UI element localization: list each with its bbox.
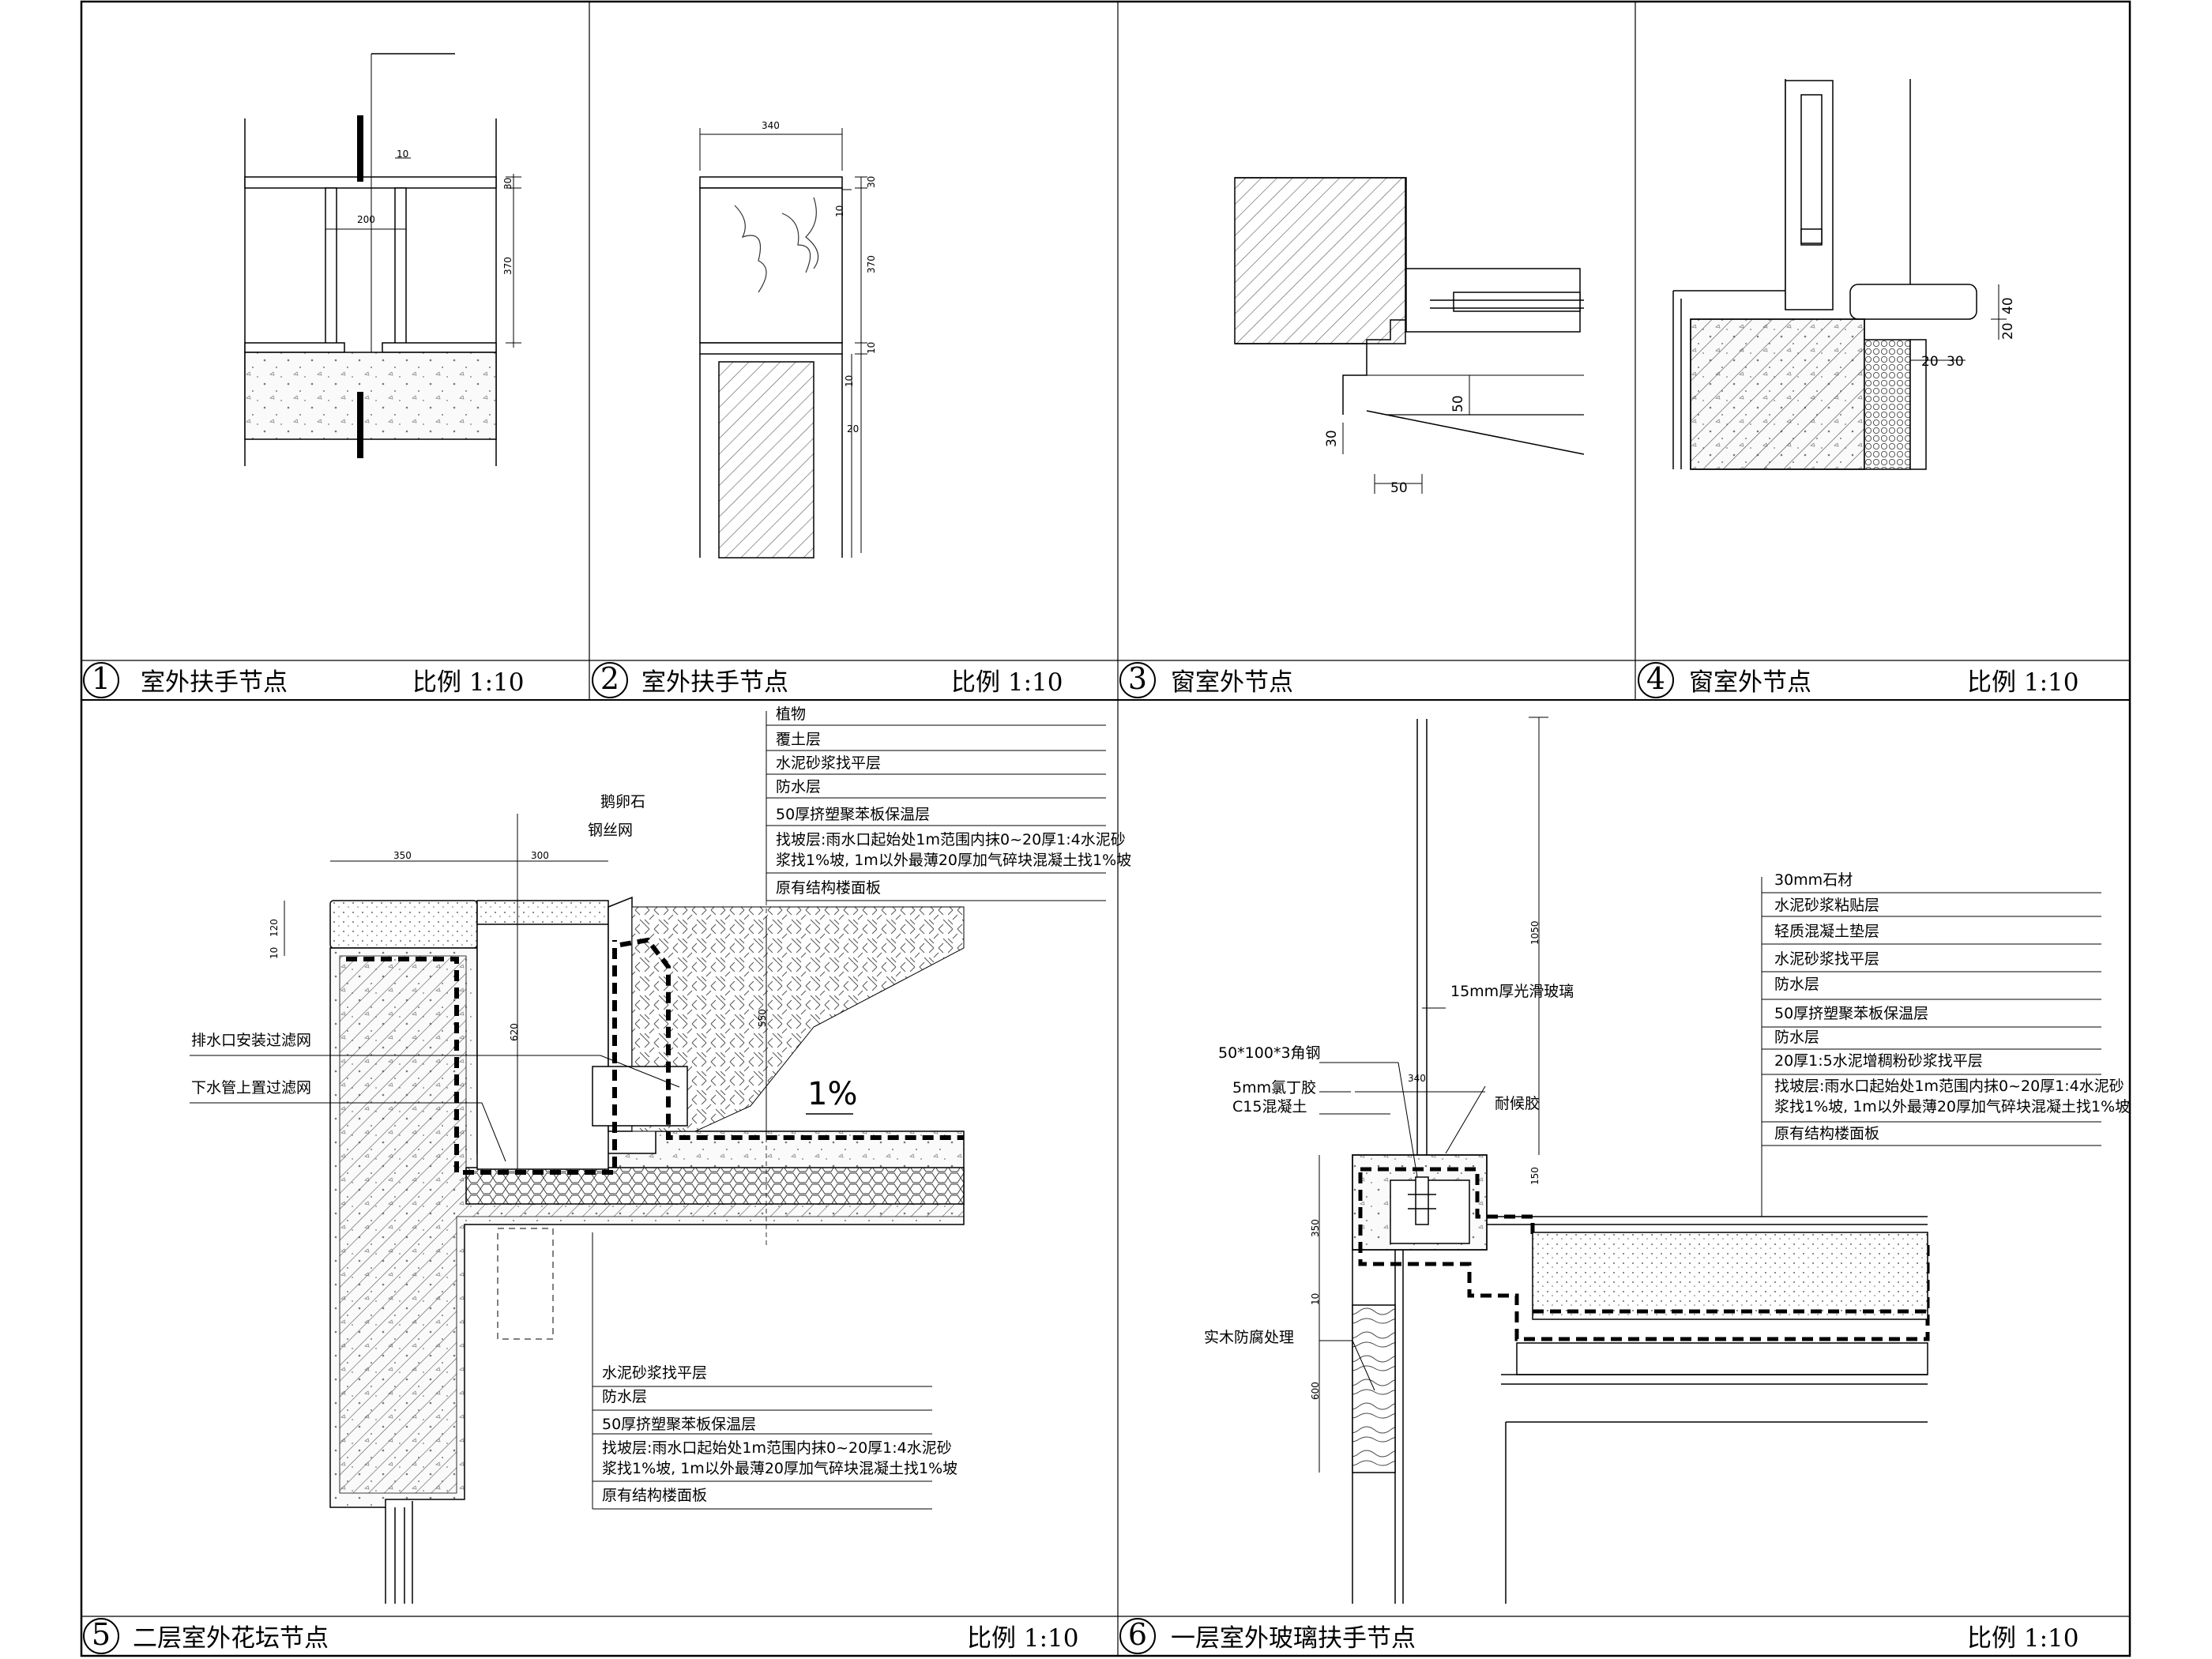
p6-layer-slope-2: 浆找1%坡, 1m以外最薄20厚加气碎块混凝土找1%坡 [1774,1098,2131,1115]
p5-layer-soil: 覆土层 [776,731,822,748]
panel-scale-5: 比例 1:10 [967,1624,1079,1653]
p5-layer-mortar: 水泥砂浆找平层 [776,754,882,772]
panel-scale-2: 比例 1:10 [951,668,1063,697]
detail-1-handrail [244,53,521,466]
panel-scale-6: 比例 1:10 [1967,1624,2079,1653]
p1-dim-200: 200 [357,214,375,225]
p6-layer-bond: 水泥砂浆粘贴层 [1774,897,1880,914]
p4-dim-30h: 30 [1947,354,1964,370]
p5-layer-plant: 植物 [776,705,807,723]
p2-dim-10b: 10 [866,341,877,354]
panel-number-1: 1 [91,661,111,696]
p5-layer-slope-1: 找坡层:雨水口起始处1m范围内抹0~20厚1:4水泥砂 [776,831,1126,848]
p6-concrete-label: C15混凝土 [1232,1098,1307,1115]
p6-layer-screed: 20厚1:5水泥增稠粉砂浆找平层 [1774,1052,1983,1070]
p5-dim-300: 300 [531,850,549,861]
panel-scale-1: 比例 1:10 [412,668,525,697]
p5-b-layer-slope-1: 找坡层:雨水口起始处1m范围内抹0~20厚1:4水泥砂 [602,1439,952,1457]
p5-layer-slope-2: 浆找1%坡, 1m以外最薄20厚加气碎块混凝土找1%坡 [776,852,1132,869]
p5-slope-label: 1% [807,1076,858,1112]
p6-layer-lightweight: 轻质混凝土垫层 [1774,923,1880,940]
p5-layer-slab: 原有结构楼面板 [776,879,882,897]
p6-layer-waterproof-2: 防水层 [1774,1029,1820,1046]
p6-wood-label: 实木防腐处理 [1204,1329,1295,1346]
p5-layer-waterproof: 防水层 [776,778,822,796]
p6-layer-waterproof-1: 防水层 [1774,976,1820,993]
p6-layer-insulation: 50厚挤塑聚苯板保温层 [1774,1005,1929,1022]
p5-dim-550: 550 [757,1009,768,1027]
panel-number-2: 2 [600,661,620,696]
p5-layer-insulation: 50厚挤塑聚苯板保温层 [776,806,931,823]
p5-dim-10: 10 [269,946,280,959]
p6-angle-steel-label: 50*100*3角钢 [1218,1044,1321,1062]
p6-dim-340: 340 [1408,1073,1426,1084]
p2-dim-10a: 10 [834,205,845,217]
p6-dim-10: 10 [1310,1292,1321,1305]
detail-4-window [1672,79,2007,470]
p5-drain-filter-label: 排水口安装过滤网 [191,1032,312,1049]
panel-title-3: 窗室外节点 [1171,668,1293,697]
p5-b-layer-insulation: 50厚挤塑聚苯板保温层 [602,1416,757,1433]
p2-dim-10c: 10 [844,374,855,387]
p6-layer-stone: 30mm石材 [1774,871,1853,889]
p5-pebble-label: 鹅卵石 [600,793,646,811]
detail-2-handrail [699,128,867,559]
p6-dim-150: 150 [1529,1167,1540,1185]
p5-mesh-label: 钢丝网 [588,822,634,839]
p5-b-layer-slab: 原有结构楼面板 [602,1487,708,1504]
p6-dim-350: 350 [1310,1219,1321,1237]
panel-number-4: 4 [1646,661,1666,696]
p6-dim-1050: 1050 [1529,920,1540,945]
p3-dim-50h: 50 [1390,480,1408,496]
p6-sealant-label: 耐候胶 [1495,1095,1540,1112]
panel-title-5: 二层室外花坛节点 [133,1624,329,1653]
panel-number-3: 3 [1127,661,1148,696]
p2-dim-340: 340 [762,120,780,131]
p5-dim-350: 350 [393,850,412,861]
p1-dim-30: 30 [502,177,514,190]
p5-b-layer-waterproof: 防水层 [602,1388,648,1405]
p6-dim-600: 600 [1310,1382,1321,1400]
p6-glass-label: 15mm厚光滑玻璃 [1450,983,1574,1000]
p5-dim-120: 120 [269,919,280,937]
p1-dim-370: 370 [502,257,514,275]
p6-neoprene-label: 5mm氯丁胶 [1232,1079,1317,1097]
panel-scale-4: 比例 1:10 [1967,668,2079,697]
p6-layer-slope-1: 找坡层:雨水口起始处1m范围内抹0~20厚1:4水泥砂 [1774,1078,2124,1095]
p2-dim-30: 30 [866,175,877,188]
p3-dim-50v: 50 [1450,395,1466,412]
p5-b-layer-mortar: 水泥砂浆找平层 [602,1364,708,1382]
sheet-frame [80,0,2131,1657]
p4-dim-40: 40 [2000,297,2016,314]
panel-number-6: 6 [1127,1617,1148,1652]
p5-b-layer-slope-2: 浆找1%坡, 1m以外最薄20厚加气碎块混凝土找1%坡 [602,1460,958,1477]
p6-layer-leveling: 水泥砂浆找平层 [1774,950,1880,968]
panel-title-4: 窗室外节点 [1689,668,1811,697]
detail-6-glass-railing [1319,717,2101,1604]
panel-title-6: 一层室外玻璃扶手节点 [1171,1624,1416,1653]
panel-number-5: 5 [91,1617,111,1652]
p1-dim-10: 10 [397,149,409,160]
detail-3-window [1234,177,1585,494]
panel-number-circles [83,662,1674,1654]
p4-dim-20h: 20 [1921,354,1939,370]
p4-dim-20v: 20 [2000,322,2016,340]
p5-pipe-filter-label: 下水管上置过滤网 [191,1079,312,1097]
panel-title-1: 室外扶手节点 [141,668,288,697]
p6-layer-slab: 原有结构楼面板 [1774,1125,1880,1142]
p2-dim-370: 370 [866,255,877,273]
p2-dim-20: 20 [847,423,860,434]
panel-title-2: 室外扶手节点 [641,668,788,697]
p3-dim-30: 30 [1324,430,1340,447]
detail-5-planter [190,711,1106,1604]
p5-dim-620: 620 [509,1023,520,1041]
